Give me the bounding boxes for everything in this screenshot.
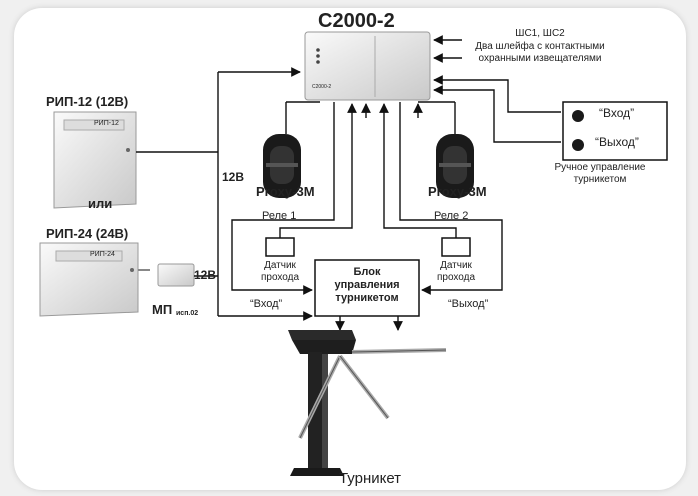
enter-signal-label: “Вход” [250, 298, 283, 310]
control-block-line2: управления [334, 279, 400, 291]
relay2-label: Реле 2 [434, 210, 469, 222]
controller-device-label: С2000-2 [312, 84, 332, 90]
psu2-panel-text: РИП-24 [90, 251, 115, 258]
sensor-left-line1: Датчик [264, 260, 296, 271]
turnstile [288, 330, 447, 476]
psu-rip24 [39, 242, 150, 317]
sensor-left-line2: прохода [260, 272, 300, 283]
reader-left [263, 134, 301, 198]
mp-title: МП [152, 302, 173, 317]
voltage-12v-top: 12В [222, 170, 245, 184]
reader-left-label: Proxy-3M [256, 184, 315, 199]
or-label: или [88, 196, 113, 211]
control-block-box [314, 259, 420, 317]
psu1-title: РИП-12 (12В) [46, 94, 129, 109]
mp-module [157, 263, 195, 287]
loops-line2: Два шлейфа с контактными [475, 41, 605, 52]
manual-caption-line1: Ручное управление [554, 162, 646, 173]
psu-rip12 [53, 111, 137, 209]
manual-caption-line2: турникетом [573, 174, 627, 185]
loops-line1: ШС1, ШС2 [515, 28, 565, 39]
manual-control-box [562, 101, 668, 161]
exit-signal-label: “Выход” [448, 298, 489, 310]
sensor-right-line1: Датчик [440, 260, 472, 271]
psu1-panel-text: РИП-12 [94, 120, 119, 127]
controller-title: С2000-2 [318, 10, 395, 32]
relay1-label: Реле 1 [262, 210, 297, 222]
manual-enter-label: “Вход” [599, 106, 635, 120]
sensor-right-box [441, 237, 471, 257]
wires [136, 35, 561, 331]
sensor-left-box [265, 237, 295, 257]
manual-exit-label: “Выход” [595, 135, 639, 149]
reader-right-label: Proxy-3M [428, 184, 487, 199]
control-block-line1: Блок [353, 266, 381, 278]
reader-right [436, 134, 474, 198]
voltage-12v-bottom: 12В [194, 268, 217, 282]
loops-line3: охранными извещателями [478, 53, 602, 64]
turnstile-label: Турникет [338, 470, 402, 487]
psu2-title: РИП-24 (24В) [46, 226, 129, 241]
controller-device [304, 31, 431, 101]
sensor-right-line2: прохода [436, 272, 476, 283]
mp-subtitle: исп.02 [176, 310, 199, 317]
control-block-line3: турникетом [335, 292, 399, 304]
